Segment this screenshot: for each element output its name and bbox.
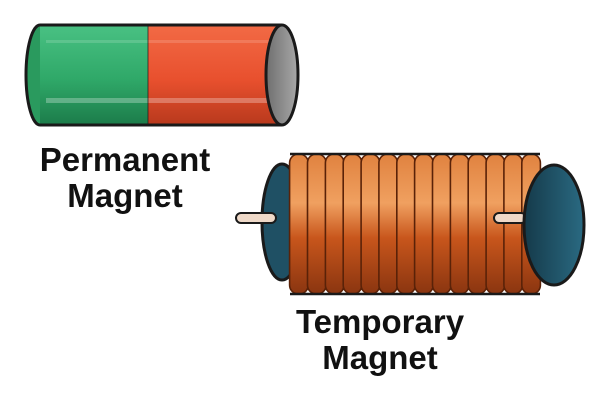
magnet-north-half [40,25,148,125]
coil-turn [306,153,327,295]
permanent-magnet [24,23,300,127]
wire-lead-left [235,212,277,224]
magnet-end-cap [264,23,300,127]
permanent-magnet-label: Permanent Magnet [10,142,240,213]
core-right-end [522,163,586,287]
coil-turn [288,153,310,295]
coil-turn [378,153,399,295]
coil-outline [290,152,540,296]
coil-turn [395,153,417,295]
temporary-magnet-label: Temporary Magnet [265,304,495,375]
temporary-magnet [235,152,586,296]
coil-turn [449,153,470,295]
temporary-label-line2: Magnet [322,338,438,376]
coil-turn [324,153,345,295]
magnet-south-half [148,25,282,125]
copper-coil [288,152,542,296]
wire-lead-right [493,212,527,224]
permanent-label-line2: Magnet [67,176,183,214]
coil-turn [342,153,363,295]
coil-turn [431,153,452,295]
coil-turn [467,153,488,295]
temporary-label-line1: Temporary [295,303,465,340]
coil-turn [413,153,435,295]
coil-turn [360,153,381,295]
permanent-label-line1: Permanent [39,141,211,178]
